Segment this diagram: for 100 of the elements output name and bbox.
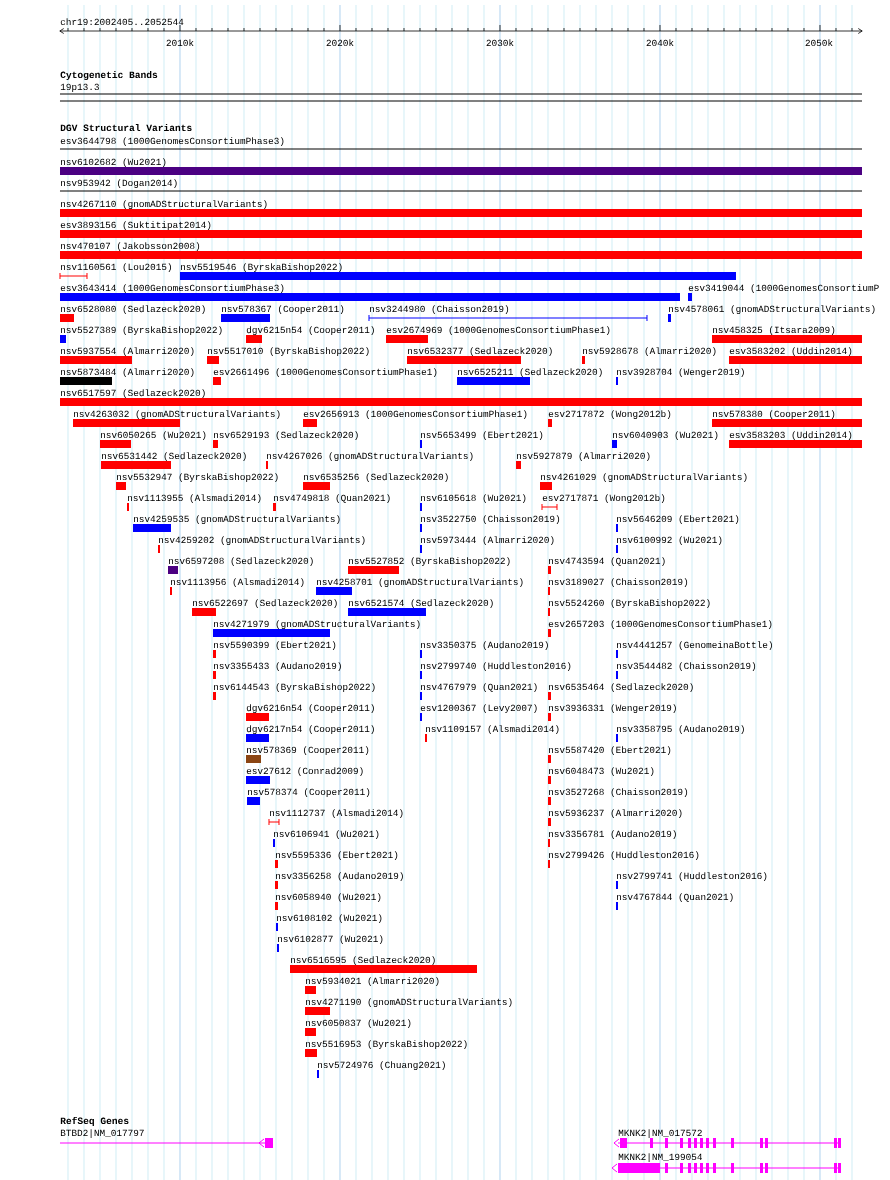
variant-label: nsv6532377 (Sedlazeck2020) <box>408 347 552 356</box>
variant-label: esv27612 (Conrad2009) <box>246 767 363 776</box>
variant-label: nsv4767844 (Quan2021) <box>617 893 733 902</box>
variant-label: nsv5928678 (Almarri2020) <box>583 347 716 356</box>
variant-label: nsv3350375 (Audano2019) <box>421 641 548 650</box>
variant-label: esv3583202 (Uddin2014) <box>729 347 852 356</box>
variant-label: esv3643414 (1000GenomesConsortiumPhase3) <box>60 284 284 293</box>
variant-label: nsv3936331 (Wenger2019) <box>549 704 676 713</box>
variant-label: nsv4267026 (gnomADStructuralVariants) <box>267 452 473 461</box>
variant-label: nsv5937554 (Almarri2020) <box>61 347 194 356</box>
variant-label: nsv5587420 (Ebert2021) <box>549 746 671 755</box>
variant-label: nsv5653499 (Ebert2021) <box>421 431 543 440</box>
variant-label: nsv3356258 (Audano2019) <box>276 872 403 881</box>
variant-label: nsv578367 (Cooper2011) <box>222 305 344 314</box>
variant-label: nsv3356781 (Audano2019) <box>549 830 676 839</box>
gene-label: BTBD2|NM_017797 <box>60 1129 144 1138</box>
track-title: Cytogenetic Bands <box>60 71 158 81</box>
gene-label: MKNK2|NM_199054 <box>618 1153 702 1162</box>
variant-label: nsv6597208 (Sedlazeck2020) <box>169 557 313 566</box>
variant-label: nsv3355433 (Audano2019) <box>214 662 341 671</box>
variant-label: nsv5590399 (Ebert2021) <box>214 641 336 650</box>
variant-label: nsv6522697 (Sedlazeck2020) <box>193 599 337 608</box>
variant-label: nsv4271190 (gnomADStructuralVariants) <box>306 998 512 1007</box>
variant-label: esv2717872 (Wong2012b) <box>548 410 671 419</box>
tick-label: 2020k <box>326 39 354 47</box>
variant-label: nsv3189027 (Chaisson2019) <box>549 578 688 587</box>
variant-label: nsv4263032 (gnomADStructuralVariants) <box>74 410 280 419</box>
variant-label: nsv3522750 (Chaisson2019) <box>421 515 560 524</box>
variant-label: dgv6217n54 (Cooper2011) <box>246 725 374 734</box>
variant-label: nsv6100992 (Wu2021) <box>617 536 722 545</box>
variant-label: nsv6048473 (Wu2021) <box>549 767 654 776</box>
variant-label: nsv3544482 (Chaisson2019) <box>617 662 756 671</box>
variant-label: nsv6058940 (Wu2021) <box>276 893 381 902</box>
variant-label: esv2674969 (1000GenomesConsortiumPhase1) <box>386 326 610 335</box>
variant-label: nsv5724976 (Chuang2021) <box>318 1061 445 1070</box>
variant-label: nsv4441257 (GenomeinaBottle) <box>617 641 772 650</box>
variant-label: nsv4261029 (gnomADStructuralVariants) <box>541 473 747 482</box>
variant-label: nsv6535464 (Sedlazeck2020) <box>549 683 693 692</box>
variant-label: nsv4743594 (Quan2021) <box>549 557 665 566</box>
variant-label: nsv6050837 (Wu2021) <box>306 1019 411 1028</box>
variant-label: nsv6531442 (Sedlazeck2020) <box>102 452 246 461</box>
variant-label: nsv3244980 (Chaisson2019) <box>370 305 509 314</box>
gene-label: MKNK2|NM_017572 <box>618 1129 702 1138</box>
variant-label: nsv1160561 (Lou2015) <box>61 263 171 272</box>
position-label: chr19:2002405..2052544 <box>60 18 184 26</box>
variant-label: nsv1109157 (Alsmadi2014) <box>426 725 559 734</box>
variant-label: nsv2799426 (Huddleston2016) <box>549 851 699 860</box>
variant-label: nsv6102682 (Wu2021) <box>61 158 166 167</box>
position-label: 19p13.3 <box>60 83 99 92</box>
variant-label: nsv5532947 (ByrskaBishop2022) <box>117 473 278 482</box>
variant-label: nsv953942 (Dogan2014) <box>61 179 177 188</box>
variant-label: nsv6144543 (ByrskaBishop2022) <box>214 683 375 692</box>
variant-label: nsv5516953 (ByrskaBishop2022) <box>306 1040 467 1049</box>
variant-label: nsv2799741 (Huddleston2016) <box>617 872 767 881</box>
variant-label: nsv4259202 (gnomADStructuralVariants) <box>159 536 365 545</box>
variant-label: nsv6525211 (Sedlazeck2020) <box>458 368 602 377</box>
variant-label: esv3419044 (1000GenomesConsortiumP <box>688 284 879 293</box>
variant-label: esv3644798 (1000GenomesConsortiumPhase3) <box>60 137 284 146</box>
variant-label: nsv2799740 (Huddleston2016) <box>421 662 571 671</box>
variant-label: nsv5873484 (Almarri2020) <box>61 368 194 377</box>
variant-label: nsv4749818 (Quan2021) <box>274 494 390 503</box>
variant-label: nsv1113955 (Alsmadi2014) <box>128 494 261 503</box>
tick-label: 2030k <box>486 39 514 47</box>
variant-label: nsv6106941 (Wu2021) <box>274 830 379 839</box>
variant-label: nsv3527268 (Chaisson2019) <box>549 788 688 797</box>
variant-label: esv2717871 (Wong2012b) <box>542 494 665 503</box>
variant-label: nsv5927879 (Almarri2020) <box>517 452 650 461</box>
variant-label: esv2661496 (1000GenomesConsortiumPhase1) <box>213 368 437 377</box>
variant-label: nsv5934021 (Almarri2020) <box>306 977 439 986</box>
variant-label: nsv6521574 (Sedlazeck2020) <box>349 599 493 608</box>
variant-label: nsv5646209 (Ebert2021) <box>617 515 739 524</box>
variant-label: nsv578369 (Cooper2011) <box>247 746 369 755</box>
variant-label: nsv1113956 (Alsmadi2014) <box>171 578 304 587</box>
variant-label: nsv4258701 (gnomADStructuralVariants) <box>317 578 523 587</box>
variant-label: nsv6529193 (Sedlazeck2020) <box>214 431 358 440</box>
variant-label: nsv4767979 (Quan2021) <box>421 683 537 692</box>
variant-label: nsv5527852 (ByrskaBishop2022) <box>349 557 510 566</box>
variant-label: nsv3928704 (Wenger2019) <box>617 368 744 377</box>
tick-label: 2050k <box>805 39 833 47</box>
variant-label: nsv6528080 (Sedlazeck2020) <box>61 305 205 314</box>
variant-label: esv3893156 (Suktitipat2014) <box>60 221 211 230</box>
variant-label: nsv4271979 (gnomADStructuralVariants) <box>214 620 420 629</box>
variant-label: nsv578380 (Cooper2011) <box>713 410 835 419</box>
variant-label: nsv6108102 (Wu2021) <box>277 914 382 923</box>
variant-label: nsv5527389 (ByrskaBishop2022) <box>61 326 222 335</box>
variant-label: esv2656913 (1000GenomesConsortiumPhase1) <box>303 410 527 419</box>
variant-label: nsv5595336 (Ebert2021) <box>276 851 398 860</box>
variant-label: nsv1112737 (Alsmadi2014) <box>270 809 403 818</box>
variant-label: nsv5936237 (Almarri2020) <box>549 809 682 818</box>
variant-label: dgv6215n54 (Cooper2011) <box>246 326 374 335</box>
variant-label: nsv4259535 (gnomADStructuralVariants) <box>134 515 340 524</box>
variant-label: nsv470107 (Jakobsson2008) <box>61 242 200 251</box>
variant-label: nsv3358795 (Audano2019) <box>617 725 744 734</box>
tick-label: 2040k <box>646 39 674 47</box>
variant-label: dgv6216n54 (Cooper2011) <box>246 704 374 713</box>
variant-label: esv2657203 (1000GenomesConsortiumPhase1) <box>548 620 772 629</box>
variant-label: nsv6102877 (Wu2021) <box>278 935 383 944</box>
variant-label: nsv578374 (Cooper2011) <box>248 788 370 797</box>
tick-label: 2010k <box>166 39 194 47</box>
variant-label: nsv5519546 (ByrskaBishop2022) <box>181 263 342 272</box>
